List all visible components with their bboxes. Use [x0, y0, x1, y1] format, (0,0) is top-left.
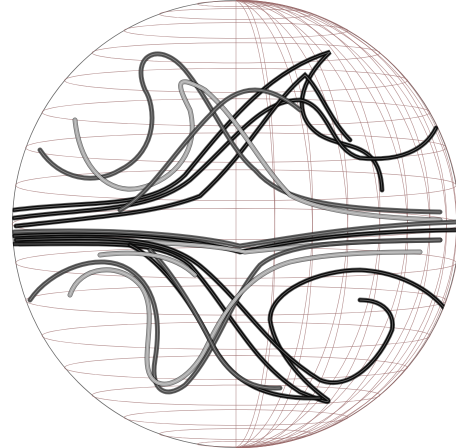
field-line-highlight: [30, 240, 440, 392]
field-line: [150, 250, 280, 388]
field-line-highlight: [14, 100, 436, 218]
